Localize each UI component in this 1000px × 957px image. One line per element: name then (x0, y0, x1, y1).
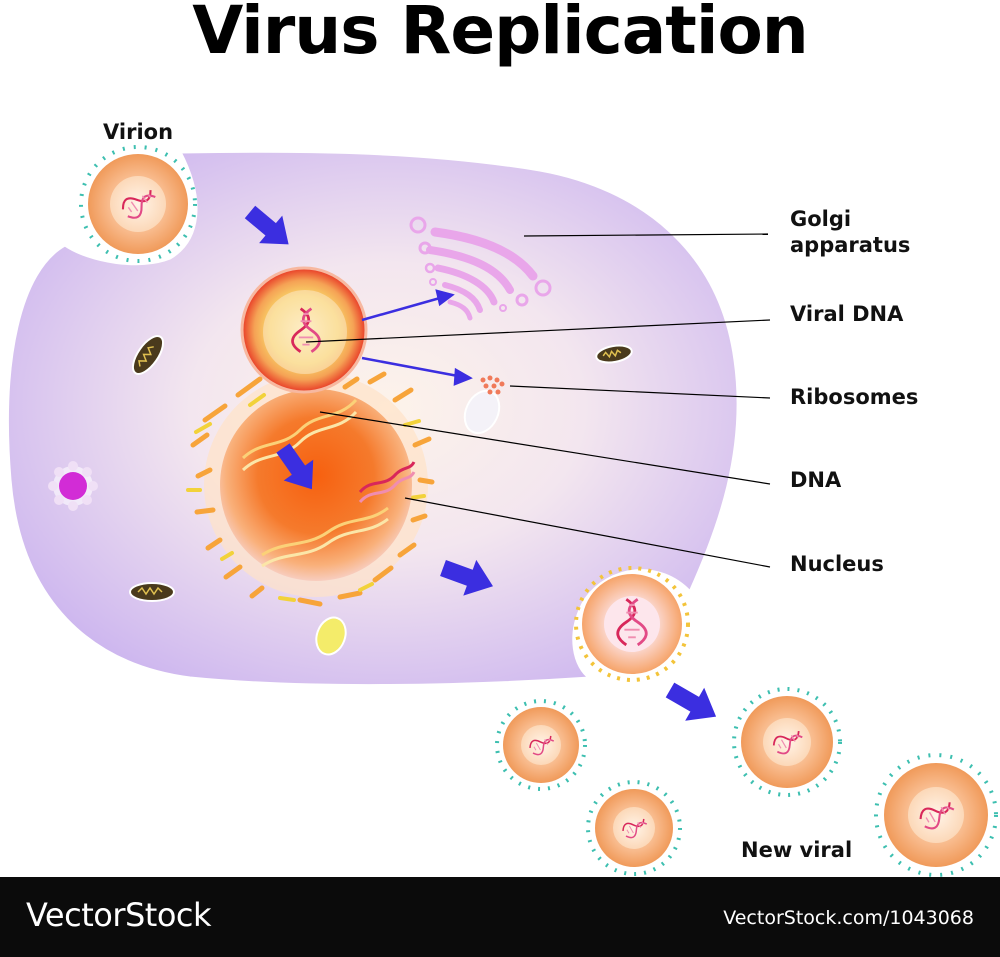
label-golgi-line2: apparatus (790, 233, 911, 257)
footer-bar (0, 877, 1000, 957)
label-viral-dna: Viral DNA (790, 302, 904, 326)
process-arrow-icon (660, 673, 726, 734)
dna-helix-icon (241, 398, 416, 568)
nucleus (186, 371, 435, 607)
new-virion (586, 780, 682, 876)
golgi-apparatus (409, 216, 552, 321)
label-virion: Virion (103, 120, 174, 144)
label-dna: DNA (790, 468, 842, 492)
new-virion (874, 753, 998, 877)
budding-virion (574, 566, 690, 682)
viral-particle-entering (240, 266, 368, 394)
ribosome-icon (480, 375, 505, 395)
label-golgi-line1: Golgi (790, 207, 852, 231)
mitochondrion-icon (595, 344, 633, 364)
leader-lines (305, 233, 771, 568)
page-title: Virus Replication (192, 0, 809, 69)
label-ribosomes: Ribosomes (790, 385, 919, 409)
mitochondrion-icon (131, 335, 165, 375)
stock-id: VectorStock.com/1043068 (723, 907, 974, 929)
transport-arrow (361, 289, 473, 386)
label-new-viral: New viral (741, 838, 853, 862)
virion (79, 145, 197, 263)
new-virion (495, 699, 587, 791)
mitochondrion-icon (129, 582, 175, 602)
vesicle-icon (315, 616, 347, 656)
label-nucleus: Nucleus (790, 552, 884, 576)
brand-logo: VectorStock (26, 896, 212, 934)
new-virion (732, 687, 842, 797)
lysosome (48, 461, 98, 511)
